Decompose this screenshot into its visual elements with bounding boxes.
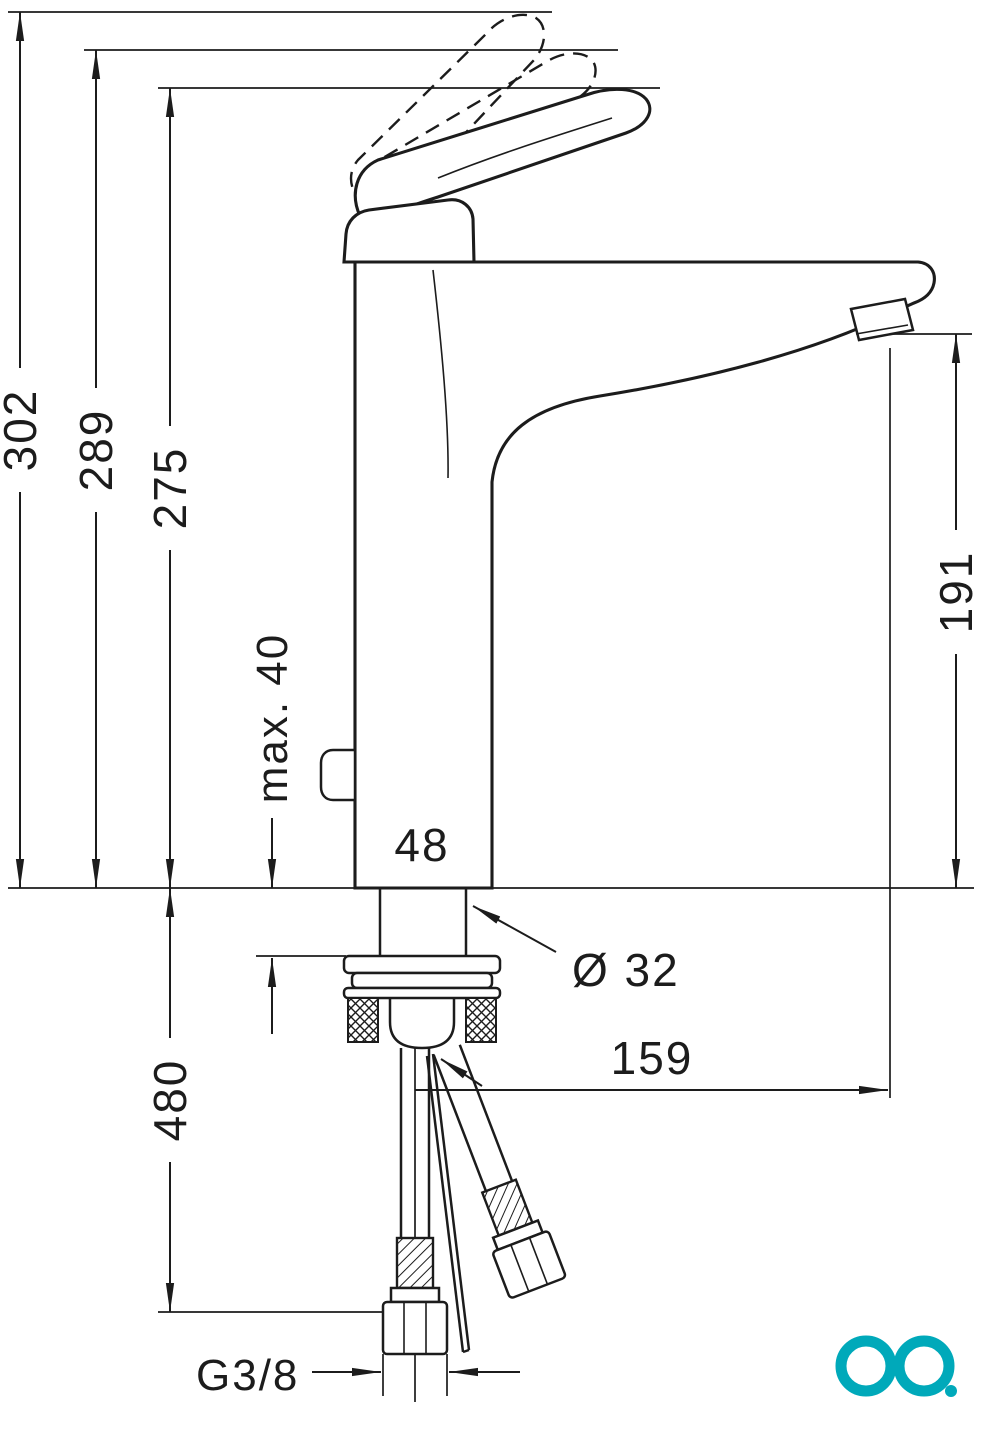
mounting-stud-left [347,997,379,1043]
hose2-left-edge [432,1054,488,1192]
dim-label-191: 191 [930,551,982,634]
dim-label-thread-g38: G3/8 [196,1351,299,1400]
logo-ring-left [835,1335,897,1397]
dim-label-max40: max. 40 [248,633,297,804]
faucet-body-spout [353,260,936,890]
label-289-group: 289 [69,388,123,512]
supply-hose-vertical [381,1048,449,1356]
popup-rod-knob [319,748,357,802]
logo-dot [945,1385,957,1397]
spout-aerator [849,297,915,342]
mounting-shank [378,888,468,956]
rod-end [462,1348,470,1354]
handle-base-cap [342,198,476,264]
leader-arrow-diameter [472,905,557,953]
label-289-mask [69,388,123,512]
hose2-nut-facet-left [510,1244,530,1292]
hose2-nut [492,1230,567,1299]
supply-hose-angled [432,1044,567,1299]
label-191-mask [929,530,983,654]
dim-label-289: 289 [70,409,122,492]
label-max40-group: max. 40 [245,618,299,818]
brand-logo [835,1335,957,1397]
logo-ring-right [893,1335,955,1397]
hose1-nut [381,1300,449,1356]
handle-lever-contour [437,117,613,179]
rod-left-edge [425,1055,465,1353]
label-302-mask [0,368,47,492]
dim-label-480: 480 [144,1059,196,1142]
rod-right-edge [431,1053,471,1351]
dim-label-159: 159 [611,1032,694,1084]
label-480-group: 480 [143,1038,197,1162]
label-275-mask [143,426,197,550]
hose2-right-edge [458,1044,514,1182]
aerator-detail-line [855,324,909,335]
label-max40-mask [245,618,299,818]
hose1-crimp [395,1236,435,1290]
dim-label-302: 302 [0,389,46,472]
body-contour-line [432,269,449,479]
handle-lever [353,87,652,218]
label-275-group: 275 [143,426,197,550]
label-302-group: 302 [0,368,47,492]
label-191-group: 191 [929,530,983,654]
hose1-collar [389,1286,441,1304]
faucet-drawing [319,13,936,1356]
mounting-flange [342,986,502,1000]
dim-label-48: 48 [394,819,449,871]
hose2-nut-facet-right [528,1237,549,1285]
seal-washer-mid [350,971,494,990]
dim-label-275: 275 [144,447,196,530]
mounting-bracket [388,998,456,1050]
label-480-mask [143,1038,197,1162]
leader-arrow-rod [440,1058,483,1087]
seal-washer-top [342,954,502,975]
mounting-hardware [342,954,502,1050]
dim-label-diameter-32: Ø 32 [572,944,680,996]
mounting-stud-right [465,997,497,1043]
popup-rod [425,1053,471,1354]
dimension-labels: 302 289 275 max. 40 480 191 48 Ø 32 159 … [0,368,983,1400]
